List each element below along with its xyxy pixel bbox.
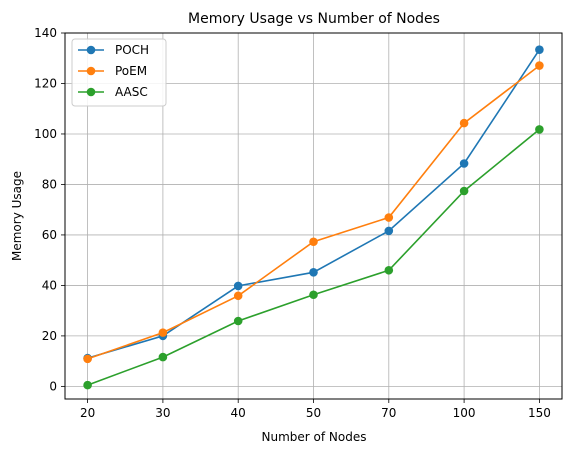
legend-marker	[86, 87, 96, 97]
data-point-aasc	[384, 265, 394, 275]
data-point-poem	[83, 354, 92, 364]
y-tick-label: 140	[34, 26, 57, 40]
y-tick-label: 100	[34, 127, 57, 141]
legend-marker	[86, 45, 96, 55]
series-group	[83, 45, 544, 390]
data-point-aasc	[158, 352, 168, 362]
x-tick-label: 30	[155, 406, 170, 420]
legend-marker	[86, 66, 96, 76]
y-tick-label: 20	[42, 329, 57, 343]
data-point-aasc	[233, 316, 243, 326]
x-axis-label: Number of Nodes	[262, 430, 367, 444]
legend-label: AASC	[115, 85, 148, 99]
x-tick-label: 40	[231, 406, 246, 420]
legend-item-poch: POCH	[78, 43, 149, 57]
x-tick-label: 20	[80, 406, 95, 420]
y-axis-label: Memory Usage	[10, 171, 24, 261]
data-point-poch	[309, 267, 318, 277]
legend-label: PoEM	[115, 64, 147, 78]
x-tick-label: 70	[381, 406, 396, 420]
data-point-poem	[384, 213, 394, 222]
legend-item-aasc: AASC	[78, 85, 148, 99]
x-tick-label: 100	[453, 406, 476, 420]
data-point-poem	[535, 61, 544, 70]
data-point-poch	[384, 226, 394, 236]
y-tick-label: 40	[42, 278, 57, 292]
data-point-poem	[459, 118, 469, 128]
data-point-poch	[459, 159, 469, 168]
x-tick-label: 50	[306, 406, 321, 420]
data-point-aasc	[83, 380, 92, 390]
y-tick-label: 0	[49, 379, 57, 393]
chart-title: Memory Usage vs Number of Nodes	[188, 11, 440, 27]
series-aasc	[83, 125, 544, 390]
data-point-aasc	[535, 125, 544, 134]
legend-item-poem: PoEM	[78, 64, 147, 78]
y-tick-label: 60	[42, 228, 57, 242]
legend-label: POCH	[115, 43, 149, 57]
data-point-poem	[233, 291, 243, 301]
legend: POCH PoEM AASC	[71, 38, 167, 107]
y-tick-label: 120	[34, 76, 57, 90]
data-point-poem	[309, 237, 318, 247]
ticks: 20 30 40 50 70 100 150 0 20 40 60 80 100 120 140	[34, 26, 551, 420]
data-point-aasc	[459, 186, 469, 196]
legend-frame	[71, 38, 167, 107]
data-point-poch	[233, 281, 243, 291]
series-poem	[83, 61, 544, 364]
y-tick-label: 80	[42, 177, 57, 191]
data-point-aasc	[309, 290, 318, 300]
data-point-poch	[535, 45, 544, 54]
x-tick-label: 150	[528, 406, 551, 420]
data-point-poem	[158, 328, 168, 337]
